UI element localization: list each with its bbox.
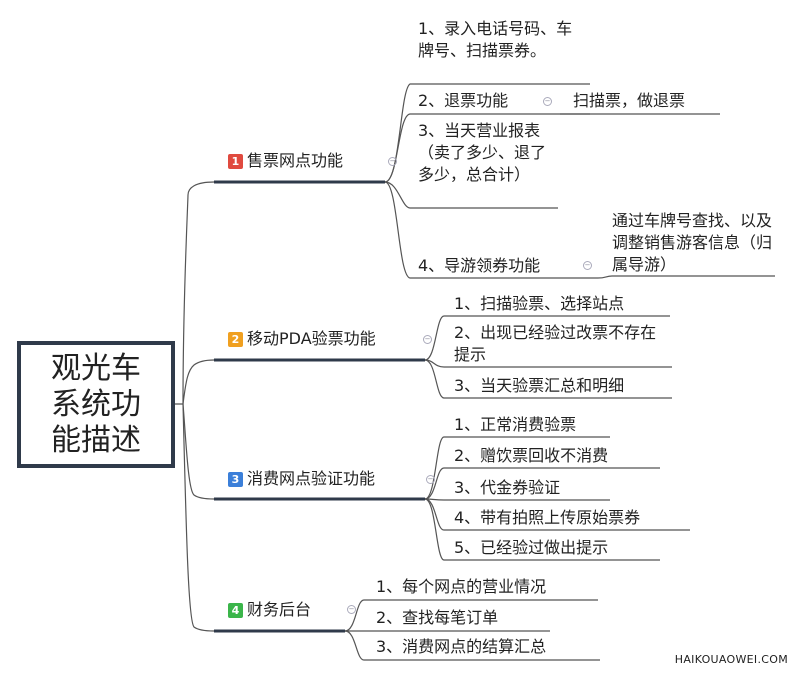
collapse-icon[interactable]: − <box>423 335 432 344</box>
branch-node-3[interactable]: 3 消费网点验证功能 <box>228 468 375 490</box>
branch1-subitem-2: 通过车牌号查找、以及调整销售游客信息（归属导游） <box>612 211 773 274</box>
collapse-icon[interactable]: − <box>426 475 435 484</box>
branch-label-4: 财务后台 <box>247 600 312 619</box>
branch3-item-4: 4、带有拍照上传原始票券 <box>454 508 641 527</box>
branch2-item-2: 2、出现已经验过改票不存在提示 <box>454 323 657 364</box>
root-title: 观光车系统功能描述 <box>51 350 141 458</box>
branch2-item-1: 1、扫描验票、选择站点 <box>454 294 625 313</box>
badge-3: 3 <box>228 472 243 487</box>
branch1-item-1: 1、录入电话号码、车牌号、扫描票券。 <box>418 19 573 60</box>
branch2-item-3: 3、当天验票汇总和明细 <box>454 376 625 395</box>
badge-1: 1 <box>228 154 243 169</box>
branch3-item-5: 5、已经验过做出提示 <box>454 538 609 557</box>
branch4-item-1: 1、每个网点的营业情况 <box>376 577 547 596</box>
branch-label-1: 售票网点功能 <box>247 151 344 170</box>
branch-node-1[interactable]: 1 售票网点功能 <box>228 150 343 172</box>
branch1-item-4: 4、导游领券功能 <box>418 256 541 275</box>
branch4-item-2: 2、查找每笔订单 <box>376 608 499 627</box>
branch3-item-1: 1、正常消费验票 <box>454 415 577 434</box>
collapse-icon[interactable]: − <box>388 157 397 166</box>
branch3-item-2: 2、赠饮票回收不消费 <box>454 446 609 465</box>
branch4-item-3: 3、消费网点的结算汇总 <box>376 637 547 656</box>
branch-label-3: 消费网点验证功能 <box>247 469 376 488</box>
branch3-item-3: 3、代金券验证 <box>454 478 561 497</box>
branch-label-2: 移动PDA验票功能 <box>247 329 376 348</box>
root-node[interactable]: 观光车系统功能描述 <box>17 341 175 468</box>
branch1-item-3: 3、当天营业报表（卖了多少、退了多少，总合计） <box>418 121 547 184</box>
branch1-subitem-1: 扫描票，做退票 <box>573 91 686 110</box>
badge-2: 2 <box>228 332 243 347</box>
collapse-icon[interactable]: − <box>583 261 592 270</box>
collapse-icon[interactable]: − <box>347 605 356 614</box>
watermark-text: HAIKOUAOWEI.COM <box>674 653 788 666</box>
badge-4: 4 <box>228 603 243 618</box>
branch1-item-2: 2、退票功能 <box>418 91 509 110</box>
branch-node-2[interactable]: 2 移动PDA验票功能 <box>228 328 376 350</box>
branch-node-4[interactable]: 4 财务后台 <box>228 599 311 621</box>
collapse-icon[interactable]: − <box>543 97 552 106</box>
